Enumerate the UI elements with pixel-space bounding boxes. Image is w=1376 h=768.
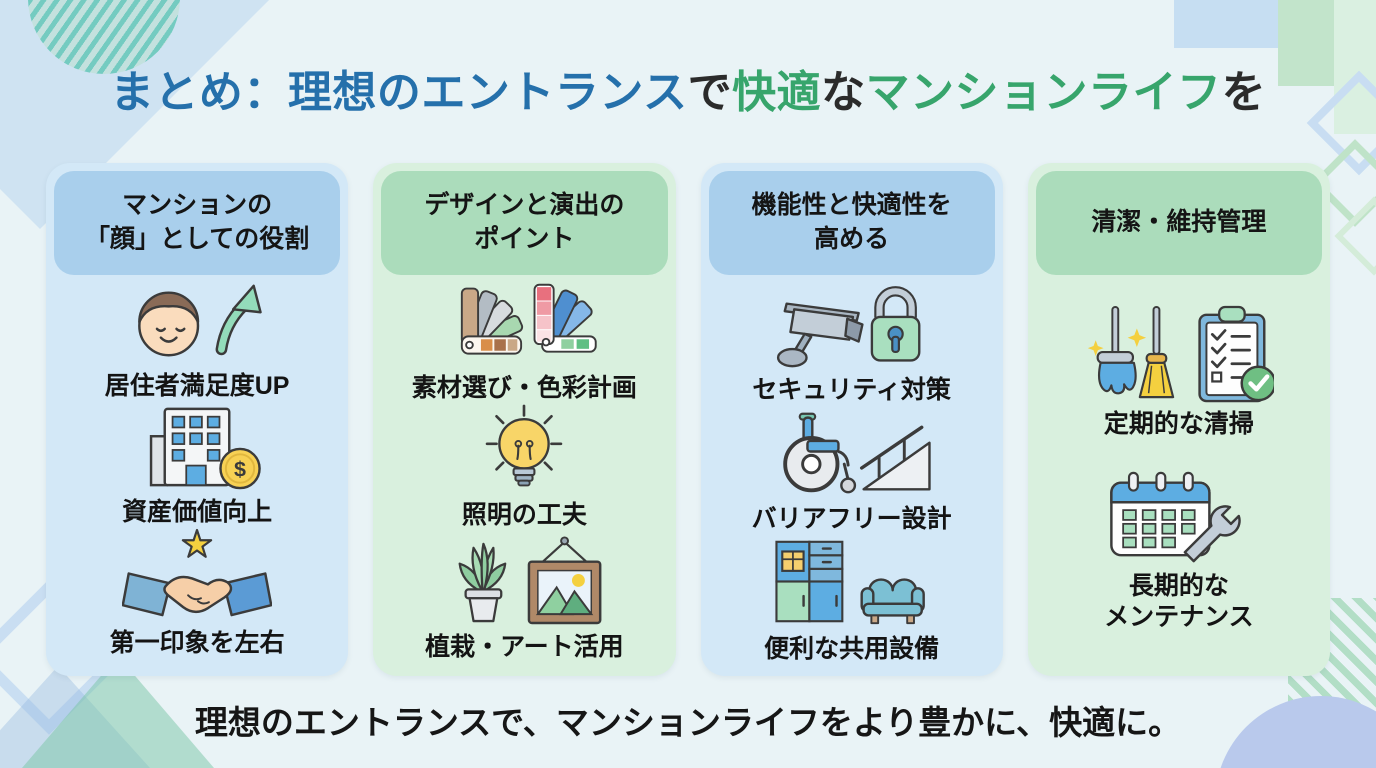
list-item: 居住者満足度UP [104, 279, 290, 402]
item-icons [122, 528, 273, 622]
title-segment: を [1221, 68, 1267, 117]
top-right-green-square [1278, 0, 1336, 86]
item-icons [439, 279, 609, 367]
growth-arrow-icon [215, 284, 262, 356]
item-icons [762, 536, 942, 628]
item-label: セキュリティ対策 [752, 376, 951, 404]
item-icons [122, 279, 272, 365]
card-clean-maintenance: 清潔・維持管理 [1027, 163, 1330, 676]
list-item: セキュリティ対策 [752, 279, 951, 406]
item-label: 便利な共用設備 [764, 634, 940, 663]
item-icons [439, 532, 609, 626]
card-header: デザインと演出のポイント [381, 171, 668, 275]
item-icons [449, 404, 599, 494]
card-header: 清潔・維持管理 [1035, 171, 1322, 275]
list-item: $ 資産価値向上 [122, 403, 272, 528]
item-label: 長期的なメンテナンス [1104, 572, 1254, 632]
card-body: セキュリティ対策 [709, 275, 995, 673]
checklist-icon [1198, 306, 1274, 403]
item-label: バリアフリー設計 [751, 505, 952, 534]
wheelchair-icon [782, 412, 931, 494]
title-segment: まとめ：理想のエントランス [109, 68, 688, 117]
maintenance-calendar-icon [1110, 471, 1241, 563]
item-label: 定期的な清掃 [1103, 410, 1254, 439]
security-camera-icon [776, 286, 921, 368]
dollar-coin-icon: $ [219, 447, 261, 490]
item-icons [1084, 305, 1274, 403]
list-item: 便利な共用設備 [762, 536, 942, 665]
list-item: 素材選び・色彩計画 [412, 279, 637, 404]
list-item: 長期的なメンテナンス [1094, 467, 1264, 634]
color-palette-icon [533, 283, 598, 353]
summary-columns: マンションの「顔」としての役割 [46, 163, 1330, 676]
item-icons [1094, 467, 1264, 565]
card-body: 定期的な清掃 [1036, 275, 1322, 668]
wrench-icon [1183, 505, 1241, 563]
item-label: 居住者満足度UP [104, 372, 290, 401]
card-body: 居住者満足度UP [54, 275, 340, 668]
item-icons: $ [122, 403, 272, 491]
item-icons [767, 279, 937, 369]
item-label: 照明の工夫 [461, 501, 587, 530]
card-body: 素材選び・色彩計画 [381, 275, 667, 671]
card-header: 機能性と快適性を高める [708, 171, 995, 275]
list-item: 植栽・アート活用 [425, 532, 624, 663]
card-design-points: デザインと演出のポイント [373, 163, 676, 676]
card-building-face-role: マンションの「顔」としての役割 [46, 163, 349, 676]
footer-text: 理想のエントランスで、マンションライフをより豊かに、快適に。 [194, 704, 1182, 741]
card-header: マンションの「顔」としての役割 [54, 171, 341, 275]
happy-resident-icon [138, 284, 262, 357]
svg-text:$: $ [234, 457, 246, 481]
broom-icon [1138, 306, 1175, 399]
title-segment: マンションライフ [865, 68, 1222, 117]
list-item: 第一印象を左右 [110, 528, 285, 659]
title-segment: で [687, 68, 733, 117]
framed-art-icon [528, 535, 602, 624]
delivery-locker-icon [775, 540, 925, 624]
list-item: バリアフリー設計 [752, 406, 952, 535]
item-label: 素材選び・色彩計画 [411, 374, 637, 402]
sofa-icon [860, 577, 925, 624]
page-title: まとめ：理想のエントランスで快適なマンションライフを [0, 68, 1376, 119]
top-right-pale-square [1334, 0, 1376, 134]
item-icons [762, 406, 942, 498]
item-label: 資産価値向上 [122, 497, 273, 526]
item-label: 第一印象を左右 [109, 629, 285, 658]
top-right-blue-square [1174, 0, 1290, 48]
title-segment: 快適 [732, 68, 822, 117]
padlock-icon [870, 286, 921, 362]
title-segment: な [821, 68, 866, 117]
star-icon [181, 529, 213, 559]
list-item: 定期的な清掃 [1084, 305, 1274, 440]
card-function-comfort: 機能性と快適性を高める [700, 163, 1003, 676]
potted-plant-icon [458, 535, 602, 624]
material-swatch-icon [461, 283, 598, 355]
building-icon: $ [149, 407, 261, 490]
ramp-icon [859, 425, 931, 491]
handshake-icon [122, 529, 273, 617]
list-item: 照明の工夫 [449, 404, 599, 531]
item-label: 植栽・アート活用 [425, 632, 624, 661]
lightbulb-icon [486, 404, 563, 487]
mop-icon [1087, 306, 1274, 403]
